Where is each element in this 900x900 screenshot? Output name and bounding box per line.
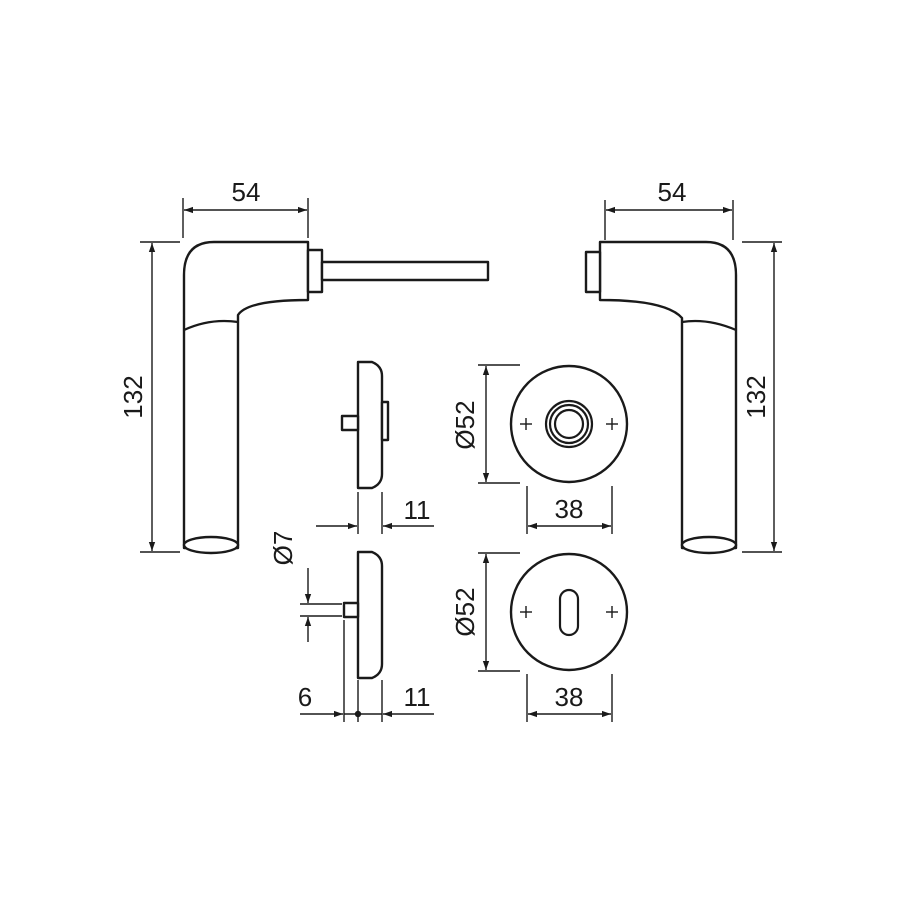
right-handle-neck	[584, 250, 602, 294]
right-handle-seam	[680, 319, 738, 332]
dim-escutcheon-diameter-label: Ø52	[450, 587, 480, 636]
dim-rose-depth: 11	[316, 492, 434, 534]
left-handle-body	[182, 240, 310, 550]
dim-escutcheon-hole-spacing: 38	[526, 674, 613, 722]
rose-side-view	[340, 360, 390, 490]
rose-bearing-outer	[544, 399, 594, 449]
escutcheon-side-spindle	[342, 601, 360, 619]
left-handle-neck	[306, 248, 324, 294]
rose-screw-right	[606, 418, 618, 430]
rose-bearing-inner	[553, 408, 585, 440]
escutcheon-plate	[509, 552, 629, 672]
dim-right-width: 54	[604, 177, 734, 240]
dim-left-height: 132	[118, 241, 180, 553]
dim-right-height: 132	[741, 241, 782, 553]
dim-escutcheon-depths: 6 11	[298, 620, 434, 722]
dim-left-width: 54	[182, 177, 309, 238]
escutcheon-keyhole	[558, 588, 580, 637]
dim-spindle-diameter: Ø7	[268, 531, 342, 642]
rose-bearing-mid	[548, 403, 590, 445]
dim-rose-diameter: Ø52	[450, 364, 520, 484]
escutcheon-screw-left	[520, 606, 532, 618]
rose-side-collar	[380, 400, 390, 442]
rose-front-view	[509, 364, 629, 484]
escutcheon-side-view	[342, 550, 384, 680]
left-handle-seam	[182, 319, 240, 332]
dim-spindle-diameter-label: Ø7	[268, 531, 298, 566]
right-handle-end	[680, 535, 738, 555]
right-lever-handle	[584, 240, 738, 555]
escutcheon-front-view	[509, 552, 629, 672]
rose-side-spindle	[340, 414, 360, 432]
left-lever-handle	[182, 240, 490, 555]
rose-side-profile	[356, 360, 384, 490]
dim-escutcheon-hole-spacing-label: 38	[555, 682, 584, 712]
escutcheon-screw-right	[606, 606, 618, 618]
left-handle-end	[182, 535, 240, 555]
left-handle-spindle	[320, 260, 490, 282]
dim-rose-depth-label: 11	[404, 495, 431, 525]
dim-rose-diameter-label: Ø52	[450, 400, 480, 449]
dim-escutcheon-spindle-label: 6	[298, 682, 312, 712]
rose-plate	[509, 364, 629, 484]
dim-escutcheon-diameter: Ø52	[450, 552, 520, 672]
right-handle-body	[598, 240, 738, 550]
dim-rose-hole-spacing-label: 38	[555, 494, 584, 524]
dim-left-width-label: 54	[232, 177, 261, 207]
dim-right-height-label: 132	[741, 375, 771, 418]
dim-right-width-label: 54	[658, 177, 687, 207]
escutcheon-side-profile	[356, 550, 384, 680]
dim-escutcheon-junction	[354, 710, 362, 718]
dim-left-height-label: 132	[118, 375, 148, 418]
dim-escutcheon-depth-label: 11	[404, 682, 431, 712]
rose-screw-left	[520, 418, 532, 430]
dim-rose-hole-spacing: 38	[526, 486, 613, 534]
